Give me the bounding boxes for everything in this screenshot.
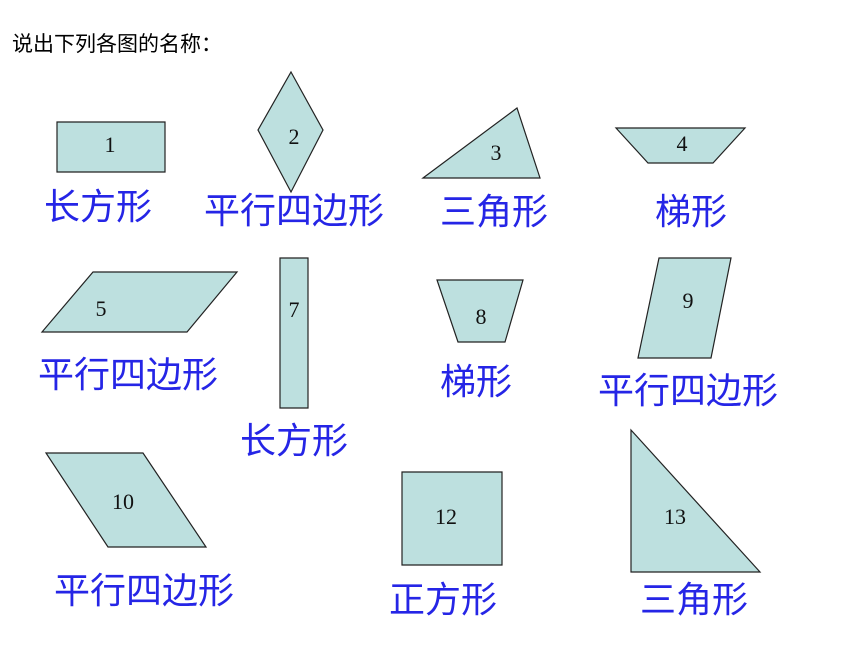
shape-2-number: 2 [289,124,300,149]
shape-13-right-triangle [630,428,762,573]
shape-8-trapezoid [436,279,524,343]
shape-7-rectangle [279,257,309,409]
shape-1-label: 长方形 [44,187,153,228]
shape-4-trapezoid [614,127,747,164]
shape-10-label: 平行四边形 [54,571,235,612]
shape-8-label: 梯形 [440,362,513,403]
shape-12-number: 12 [435,504,457,529]
shape-1-number: 1 [105,132,116,157]
shape-12-square [401,471,503,566]
shape-13-number: 13 [664,504,686,529]
shape-7-number: 7 [289,297,300,322]
shape-4-number: 4 [677,131,688,156]
shape-3-label: 三角形 [440,192,549,233]
shape-2-rhombus [257,70,324,194]
shape-10-parallelogram [44,452,208,548]
shape-3-number: 3 [491,140,502,165]
shape-10-number: 10 [112,489,134,514]
shape-3-triangle [421,107,541,179]
shape-5-parallelogram [40,271,239,333]
shape-4-label: 梯形 [655,192,728,233]
shape-7-label: 长方形 [240,421,349,462]
shape-1-rectangle [56,121,166,173]
shape-2-label: 平行四边形 [204,191,385,232]
shape-13-label: 三角形 [640,580,749,621]
shape-8-number: 8 [476,304,487,329]
shape-5-number: 5 [96,296,107,321]
shape-9-number: 9 [683,288,694,313]
shape-12-label: 正方形 [389,580,498,621]
page-title: 说出下列各图的名称： [12,32,222,56]
shape-9-parallelogram [637,257,732,359]
shape-5-label: 平行四边形 [38,355,219,396]
shape-9-label: 平行四边形 [598,371,779,412]
